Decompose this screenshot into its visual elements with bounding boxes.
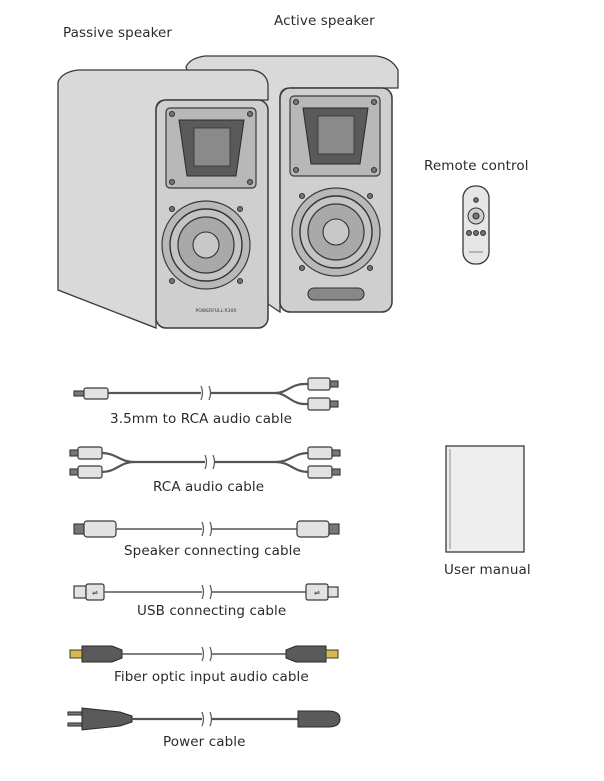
35mm-plug-body	[83, 387, 109, 400]
cable-break-mark	[201, 584, 213, 600]
rca-pin	[331, 449, 341, 457]
cable-35mm-rca-label: 3.5mm to RCA audio cable	[110, 411, 292, 427]
remote-center-button-icon	[472, 212, 480, 220]
active-woofer-dustcap	[322, 218, 350, 246]
active-screw-icon	[292, 98, 300, 106]
active-screw-icon	[298, 192, 306, 200]
din-plug-left	[83, 520, 117, 538]
rca-plug-right-bottom	[307, 465, 333, 479]
speaker-badge: POWERFULL·R30X	[196, 308, 237, 314]
cable-break-mark	[201, 711, 213, 727]
fiber-tip-left	[69, 649, 83, 659]
fiber-plug-right	[285, 645, 327, 663]
passive-tweeter-grille	[193, 127, 231, 167]
usb-icon: ⇌	[92, 589, 98, 597]
cable-line	[214, 451, 309, 474]
passive-speaker: POWERFULL·R30X	[57, 69, 269, 329]
passive-screw-icon	[168, 205, 176, 213]
cable-35mm-rca	[73, 377, 339, 411]
rca-cable-label: RCA audio cable	[153, 479, 265, 495]
din-plug-tip-right	[328, 523, 340, 535]
power-iec-connector	[297, 710, 341, 728]
active-screw-icon	[370, 166, 378, 174]
rca-plug-left-top	[77, 446, 103, 460]
passive-screw-icon	[246, 178, 254, 186]
fiber-tip-right	[325, 649, 339, 659]
active-screw-icon	[366, 192, 374, 200]
rca-plug-right-top	[307, 446, 333, 460]
remote-button-icon	[480, 230, 486, 236]
din-plug-right	[296, 520, 330, 538]
cable-break-mark	[201, 646, 213, 662]
rca-plug-top	[307, 377, 331, 391]
cable-break-mark	[200, 385, 212, 401]
power-plug	[81, 707, 133, 731]
passive-woofer-dustcap	[192, 231, 220, 259]
rca-pin	[329, 380, 339, 388]
remote-body	[462, 185, 490, 265]
usb-cable: ⇌ ⇌	[73, 583, 339, 601]
usb-a-connector	[73, 585, 87, 599]
cable-line	[275, 391, 308, 406]
din-plug-tip-left	[73, 523, 85, 535]
fiber-plug-left	[81, 645, 123, 663]
user-manual-label: User manual	[444, 562, 531, 578]
remote-button-icon	[466, 230, 472, 236]
rca-pin	[331, 468, 341, 476]
power-prong-icon	[67, 711, 83, 716]
cable-line	[101, 451, 206, 474]
active-bass-port	[307, 287, 365, 301]
active-screw-icon	[366, 264, 374, 272]
fiber-cable	[69, 645, 339, 663]
rca-pin	[329, 400, 339, 408]
rca-pin	[69, 449, 79, 457]
power-cable	[67, 707, 341, 731]
cable-break-mark	[201, 521, 213, 537]
cable-line	[210, 382, 308, 395]
active-speaker-label: Active speaker	[274, 13, 375, 29]
active-screw-icon	[292, 166, 300, 174]
power-prong-icon	[67, 722, 83, 727]
rca-cable	[69, 446, 341, 479]
passive-screw-icon	[236, 277, 244, 285]
remote-power-button-icon	[473, 197, 479, 203]
passive-screw-icon	[168, 178, 176, 186]
remote-control-label: Remote control	[424, 158, 529, 174]
rca-plug-left-bottom	[77, 465, 103, 479]
usb-cable-label: USB connecting cable	[137, 603, 287, 619]
passive-screw-icon	[246, 110, 254, 118]
remote-button-icon	[473, 230, 479, 236]
active-screw-icon	[370, 98, 378, 106]
passive-screw-icon	[168, 277, 176, 285]
passive-speaker-label: Passive speaker	[63, 25, 173, 41]
speaker-cable-label: Speaker connecting cable	[124, 543, 301, 559]
speaker-cable	[73, 520, 340, 538]
active-screw-icon	[298, 264, 306, 272]
fiber-cable-label: Fiber optic input audio cable	[114, 669, 309, 685]
remote-control	[462, 185, 490, 265]
active-tweeter-grille	[317, 115, 355, 155]
usb-icon: ⇌	[314, 589, 320, 597]
cable-break-mark	[204, 454, 216, 470]
rca-pin	[69, 468, 79, 476]
35mm-jack-tip	[73, 390, 85, 397]
power-cable-label: Power cable	[163, 734, 246, 750]
user-manual	[445, 445, 525, 553]
passive-screw-icon	[236, 205, 244, 213]
rca-plug-bottom	[307, 397, 331, 411]
manual-cover	[445, 445, 525, 553]
passive-screw-icon	[168, 110, 176, 118]
usb-b-connector	[327, 586, 339, 598]
